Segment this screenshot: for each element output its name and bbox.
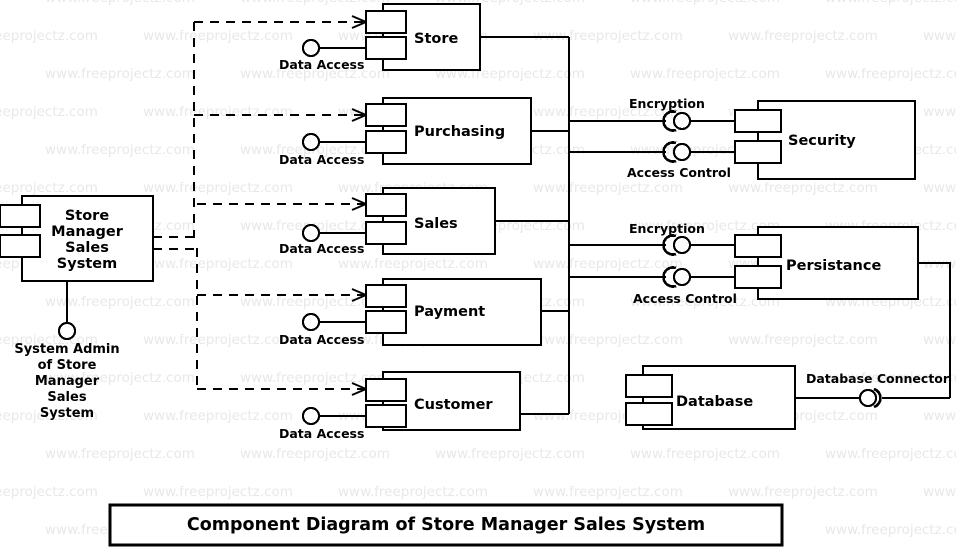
system-label-line-3: Sales: [65, 240, 109, 256]
admin-label-line-1: System Admin: [14, 342, 120, 357]
provided-interface-system-admin-label: System Admin of Store Manager Sales Syst…: [0, 342, 152, 422]
assembly-connector-security-encryption[interactable]: [569, 110, 735, 132]
interface-label-access-control-security: Access Control: [627, 165, 731, 180]
interface-label-data-access-store: Data Access: [279, 57, 365, 72]
component-customer[interactable]: [364, 370, 569, 432]
interface-label-access-control-persistance: Access Control: [633, 291, 737, 306]
interface-label-data-access-customer: Data Access: [279, 426, 365, 441]
component-purchasing-label: Purchasing: [414, 124, 506, 140]
assembly-connector-persistance-encryption[interactable]: [569, 234, 735, 256]
assembly-connector-persistance-access-control[interactable]: [569, 266, 735, 288]
admin-label-line-5: System: [39, 406, 95, 421]
admin-label-line-4: Sales: [47, 390, 87, 405]
component-database-label: Database: [676, 394, 754, 410]
dependency-arrows: [194, 22, 366, 389]
component-store-label: Store: [414, 31, 459, 47]
admin-label-line-3: Manager: [34, 374, 100, 389]
required-interface-data-access-group[interactable]: [301, 38, 366, 426]
assembly-connector-security-access-control[interactable]: [569, 141, 735, 163]
component-payment-label: Payment: [414, 304, 486, 320]
dependency-routing: [153, 22, 199, 389]
interface-label-data-access-sales: Data Access: [279, 241, 365, 256]
interface-label-database-connector: Database Connector: [806, 371, 950, 386]
system-label-line-2: Manager: [51, 224, 123, 240]
diagram-title: Component Diagram of Store Manager Sales…: [186, 515, 706, 535]
component-security[interactable]: [733, 99, 917, 181]
admin-label-line-2: of Store: [37, 358, 97, 373]
component-store-manager-sales-system[interactable]: [0, 194, 155, 283]
system-label-line-4: System: [56, 256, 118, 272]
title-box: [108, 503, 784, 547]
component-sales-label: Sales: [414, 216, 458, 232]
interface-label-encryption-persistance: Encryption: [629, 221, 705, 236]
component-database[interactable]: [624, 364, 797, 431]
component-store[interactable]: [364, 2, 569, 72]
interface-label-encryption-security: Encryption: [629, 96, 705, 111]
component-purchasing[interactable]: [364, 96, 569, 166]
interface-label-data-access-payment: Data Access: [279, 332, 365, 347]
component-security-label: Security: [788, 133, 856, 149]
system-label-line-1: Store: [64, 208, 110, 224]
assembly-connector-database-connector[interactable]: [795, 387, 950, 409]
component-sales[interactable]: [364, 186, 569, 256]
system-component-label: Store Manager Sales System: [32, 208, 142, 272]
interface-label-data-access-purchasing: Data Access: [279, 152, 365, 167]
component-customer-label: Customer: [414, 397, 493, 413]
component-persistance-label: Persistance: [786, 258, 882, 274]
component-payment[interactable]: [364, 277, 569, 347]
provided-interface-system-admin[interactable]: [57, 281, 77, 341]
component-persistance[interactable]: [733, 225, 952, 398]
